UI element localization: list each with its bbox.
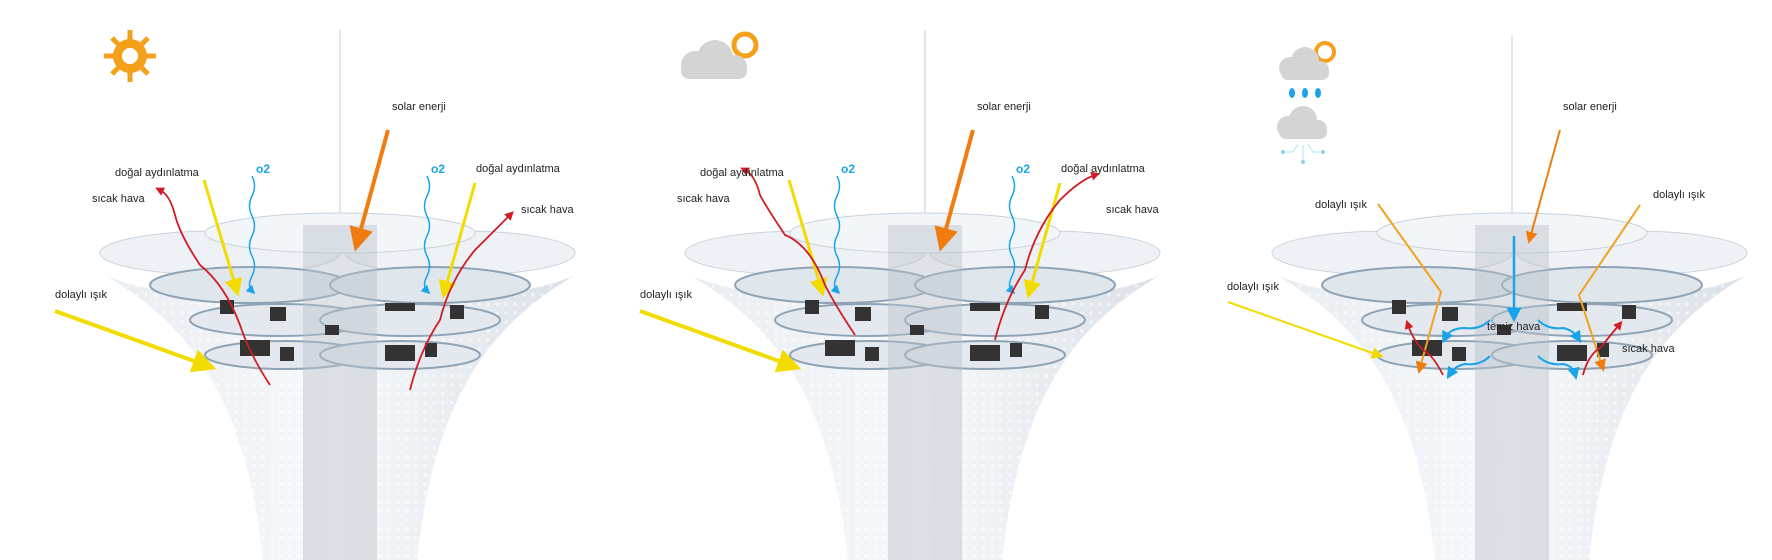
- natural-light-arrow: [787, 179, 828, 297]
- label-indirect-light: dolaylı ışık: [640, 289, 692, 301]
- indirect-light-arrow: [1227, 301, 1384, 359]
- fresh-air-arrow: [1446, 355, 1491, 380]
- label-indirect-light: dolaylı ışık: [55, 289, 107, 301]
- fresh-air-arrow: [1442, 319, 1491, 344]
- panel-partly-cloudy: solar enerji doğal aydınlatma o2 o2 doğa…: [639, 30, 1161, 560]
- label-solar-energy: solar enerji: [392, 101, 446, 113]
- label-natural-light: doğal aydınlatma: [476, 163, 561, 175]
- o2-arrow: [830, 175, 841, 295]
- label-o2: o2: [841, 162, 855, 176]
- label-hot-air: sıcak hava: [92, 193, 145, 205]
- hot-air-arrow: [740, 167, 856, 336]
- wind-cloud-icon: [1277, 106, 1327, 164]
- rain-cloud-icon: [1279, 41, 1336, 98]
- panel-rainy-windy: solar enerji dolaylı ışık dolaylı ışık d…: [1227, 35, 1748, 560]
- label-indirect-light: dolaylı ışık: [1315, 199, 1367, 211]
- natural-light-arrow: [438, 182, 477, 299]
- natural-light-arrow: [1023, 182, 1062, 299]
- solar-arrow: [1525, 129, 1561, 244]
- hot-air-arrow: [155, 187, 271, 386]
- label-indirect-light: dolaylı ışık: [1653, 189, 1705, 201]
- label-natural-light: doğal aydınlatma: [1061, 163, 1146, 175]
- tower: [1271, 212, 1748, 560]
- tower: [99, 212, 576, 560]
- label-hot-air: sıcak hava: [677, 193, 730, 205]
- tower: [684, 212, 1161, 560]
- hot-air-arrow: [1582, 320, 1623, 376]
- solar-arrow: [349, 129, 390, 252]
- indirect-light-arrow: [54, 309, 217, 373]
- panel-sunny: solar enerji doğal aydınlatma o2 o2 doğa…: [54, 30, 576, 560]
- label-o2: o2: [1016, 162, 1030, 176]
- solar-arrow: [934, 129, 975, 252]
- label-hot-air: sıcak hava: [521, 204, 574, 216]
- o2-arrow: [1005, 175, 1016, 295]
- hot-air-arrow: [409, 211, 514, 391]
- partly-cloudy-icon: [681, 31, 759, 79]
- natural-light-arrow: [202, 179, 243, 297]
- hot-air-arrow: [994, 171, 1101, 341]
- label-o2: o2: [256, 162, 270, 176]
- o2-arrow: [420, 175, 431, 295]
- indirect-light-arrow: [1377, 203, 1443, 374]
- label-solar-energy: solar enerji: [977, 101, 1031, 113]
- label-indirect-light: dolaylı ışık: [1227, 281, 1279, 293]
- label-fresh-air: temiz hava: [1487, 321, 1541, 333]
- indirect-light-arrow: [639, 309, 802, 373]
- o2-arrow: [245, 175, 256, 295]
- fresh-air-arrow: [1537, 319, 1582, 344]
- label-o2: o2: [431, 162, 445, 176]
- indirect-light-arrow: [1577, 204, 1641, 372]
- label-natural-light: doğal aydınlatma: [115, 167, 200, 179]
- label-hot-air: sıcak hava: [1106, 204, 1159, 216]
- fresh-air-arrow: [1537, 355, 1580, 380]
- label-natural-light: doğal aydınlatma: [700, 167, 785, 179]
- label-hot-air: sıcak hava: [1622, 343, 1675, 355]
- hot-air-arrow: [1404, 319, 1444, 376]
- sun-icon: [104, 30, 156, 82]
- label-solar-energy: solar enerji: [1563, 101, 1617, 113]
